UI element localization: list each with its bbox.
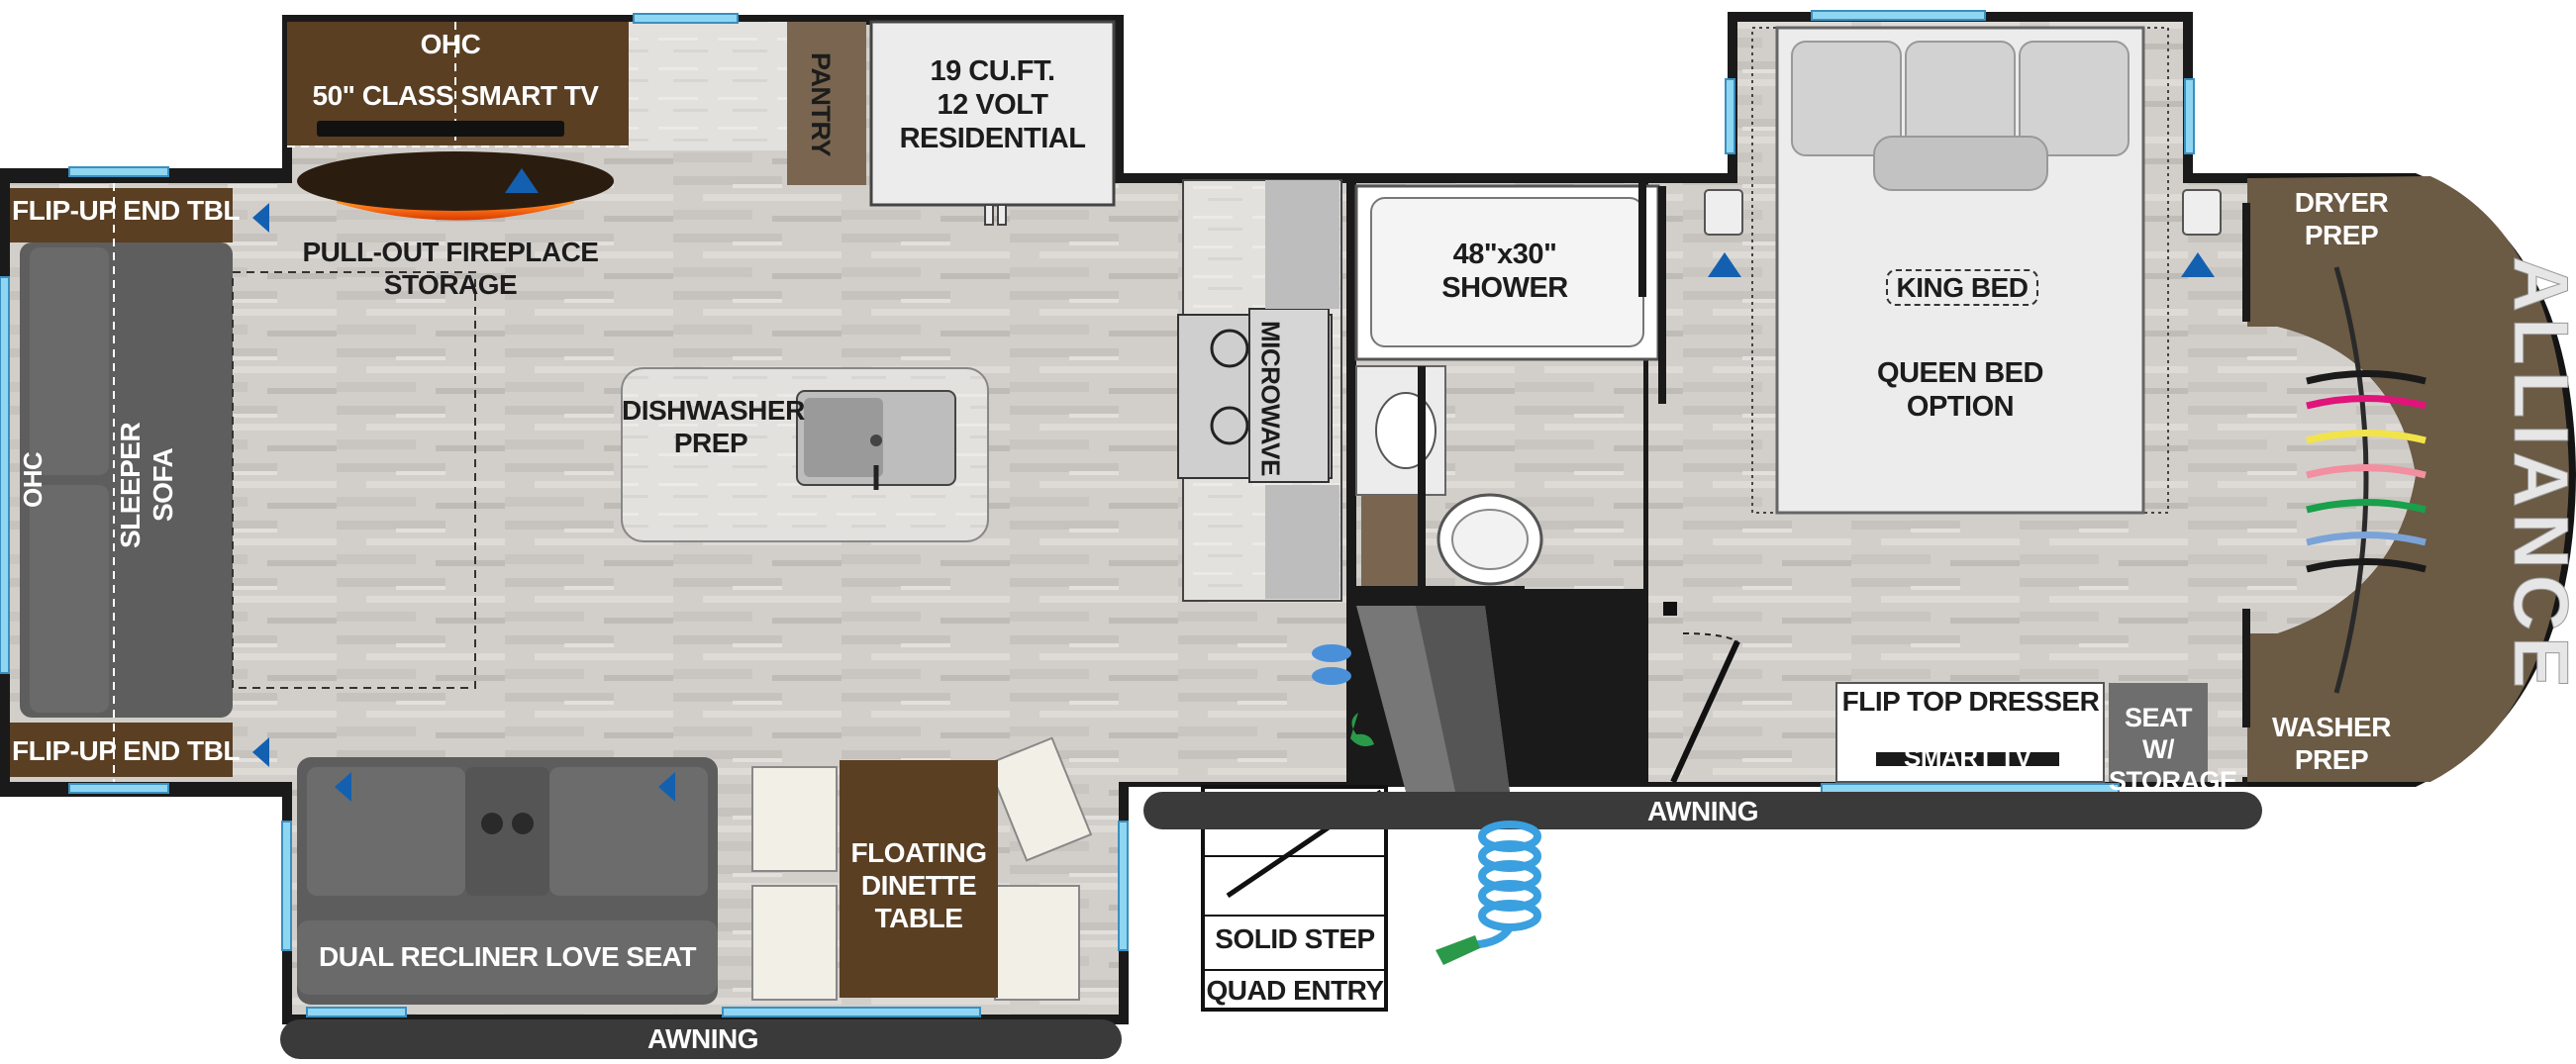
bedroom-door [1682,632,1738,642]
label-king-bed: KING BED [1886,269,2038,307]
front-wardrobe [2247,176,2569,782]
label-smart-tv: 50" CLASS SMART TV [312,80,599,111]
top-counter [629,22,787,150]
fireplace-glow [337,193,574,221]
label-dishwasher-prep: DISHWASHER PREP [622,395,805,459]
awning-bottom-bar [280,1019,1122,1059]
windows [0,10,2195,1017]
tv-screen [317,121,564,137]
label-shower: 48"x30" SHOWER [1441,239,1568,305]
label-dual-recliner-love-seat: DUAL RECLINER LOVE SEAT [318,941,697,972]
label-pantry: PANTRY [805,51,836,156]
brand-logo: ALLIANCE [2498,256,2576,694]
label-awning-bottom: AWNING [646,1023,759,1054]
fan-icon [1350,713,1374,746]
label-flip-up-end-table-bottom: FLIP-UP END TBL [12,735,240,766]
shoes [1312,644,1351,685]
label-microwave: MICROWAVE [1255,321,1286,476]
label-seat-storage: SEAT W/ STORAGE [2109,703,2237,796]
microwave [1248,308,1330,483]
wardrobe-rod [2333,266,2369,694]
bath-wall [1346,180,1354,596]
nightstand-right [2182,189,2222,236]
refrigerator [869,20,1116,207]
nightstand-left [1704,189,1743,236]
front-wardrobe-curtain [2247,327,2416,633]
dinette-chair-4 [986,736,1093,862]
floating-dinette-table [840,760,998,998]
water-hose [1464,821,1541,949]
seat-storage [2109,683,2208,782]
label-washer-prep: WASHER PREP [2272,712,2391,776]
label-queen-bed-option: QUEEN BED OPTION [1877,357,2043,424]
spray-nozzle [1436,935,1480,965]
pantry [787,22,866,185]
hangers [2306,370,2427,573]
dinette-chair-1 [751,766,838,872]
pull-out-fireplace [297,151,614,211]
label-fireplace: PULL-OUT FIREPLACE STORAGE [302,237,600,301]
label-floating-dinette-table: FLOATING DINETTE TABLE [850,837,987,934]
label-refrigerator: 19 CU.FT. 12 VOLT RESIDENTIAL [899,55,1086,155]
label-solid-step: SOLID STEP [1215,923,1375,954]
sofa-bed-outline [232,271,476,689]
usb-icon [252,168,2215,802]
label-quad-entry: QUAD ENTRY [1206,975,1384,1006]
dinette-chair-3 [994,885,1080,1001]
bed-slide-walls [1638,178,1646,297]
label-awning-side: AWNING [1646,796,1759,826]
awning-side-bar [1143,792,2262,829]
label-sleeper-sofa: SLEEPER SOFA [115,422,179,548]
label-flip-up-end-table-top: FLIP-UP END TBL [12,195,240,226]
label-flip-top-dresser: FLIP TOP DRESSER [1841,686,2100,717]
label-smart-tv-bedroom: SMART TV [1904,742,2031,772]
pillows [1791,41,2130,191]
flip-up-end-table-bottom [10,723,233,777]
label-ohc-rear: OHC [18,451,48,509]
toilet [1437,493,1543,586]
flip-up-end-table-top [10,188,233,242]
label-ohc-top: OHC [420,29,481,59]
label-dryer-prep: DRYER PREP [2294,187,2389,251]
dinette-chair-2 [751,885,838,1001]
